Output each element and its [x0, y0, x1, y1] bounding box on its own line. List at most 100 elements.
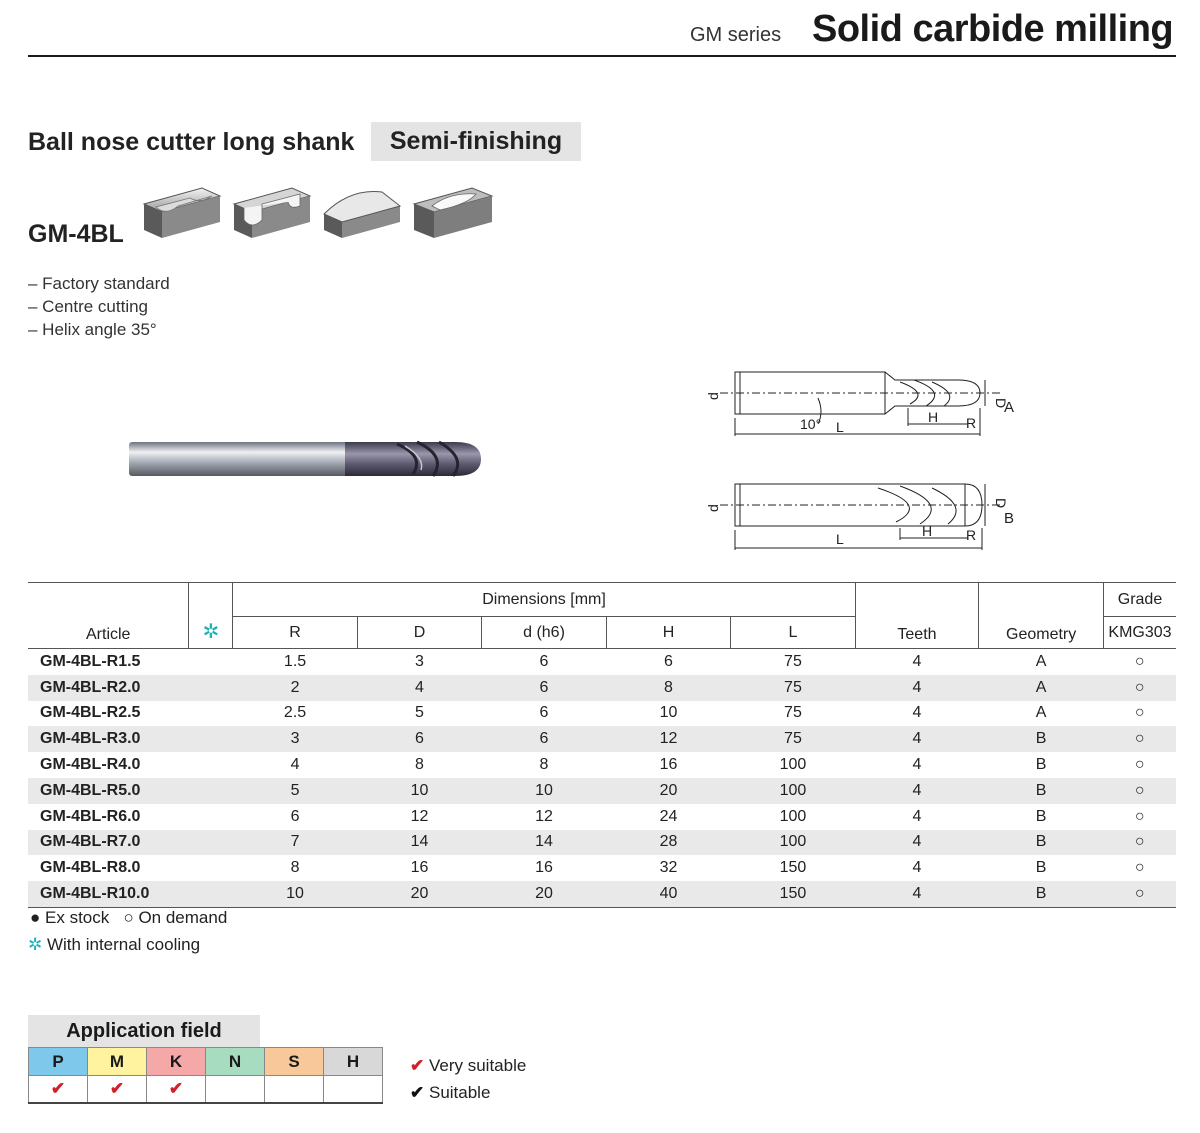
- small-d-cell: 6: [539, 704, 549, 722]
- cooling-cell: [189, 752, 233, 778]
- h-cell: 32: [659, 859, 678, 877]
- small-d-cell: 12: [535, 807, 553, 825]
- series-label: GM series: [690, 24, 782, 46]
- red-check-icon: ✔: [50, 1079, 66, 1098]
- suitability-cell: ✔: [146, 1075, 206, 1104]
- col-header-d: d (h6): [481, 616, 607, 649]
- article-cell: GM-4BL-R10.0: [28, 881, 189, 908]
- col-header-dimensions: Dimensions [mm]: [232, 582, 856, 617]
- h-cell: 28: [606, 829, 731, 856]
- dim-H-label: H: [922, 523, 932, 539]
- convex-shape-icon: [323, 190, 402, 238]
- r-cell: 3: [232, 726, 358, 753]
- suitability-cell: [205, 1075, 265, 1104]
- dim-d-label: d: [705, 392, 721, 400]
- geometry-cell: B: [1035, 756, 1047, 774]
- h-cell: 20: [606, 777, 731, 804]
- article-cell: GM-4BL-R1.5: [40, 652, 141, 670]
- geometry-cell: A: [1035, 652, 1047, 670]
- teeth-cell: 4: [855, 674, 979, 701]
- r-cell: 8: [290, 859, 300, 877]
- col-header-grade: Grade: [1102, 582, 1176, 617]
- big-d-cell: 16: [410, 859, 429, 877]
- article-cell: GM-4BL-R2.5: [40, 704, 141, 722]
- geometry-b-label: B: [1004, 510, 1014, 527]
- geometry-cell: A: [1035, 704, 1047, 722]
- pocket-shape-icon: [412, 187, 494, 238]
- material-p: P: [28, 1047, 88, 1076]
- cooling-cell: [188, 881, 233, 908]
- empty-dot-icon: ○: [123, 908, 134, 927]
- material-m: M: [87, 1047, 147, 1076]
- article-cell: GM-4BL-R4.0: [40, 756, 141, 774]
- big-d-cell: 5: [415, 704, 424, 722]
- col-header-L: L: [730, 616, 856, 649]
- suitable-label: Suitable: [428, 1083, 491, 1102]
- cooling-legend: ✲ With internal cooling: [28, 935, 200, 955]
- geometry-cell: A: [978, 674, 1104, 701]
- grade-cell: ○: [1134, 704, 1145, 722]
- big-d-cell: 20: [357, 881, 482, 908]
- grade-cell: ○: [1103, 726, 1176, 753]
- product-name: Ball nose cutter long shank: [28, 128, 355, 156]
- geometry-a-label: A: [1004, 399, 1014, 416]
- r-cell: 5: [232, 777, 358, 804]
- grade-cell: ○: [1103, 881, 1176, 908]
- geometry-cell: B: [978, 777, 1104, 804]
- geometry-cell: B: [1035, 859, 1047, 877]
- geometry-cell: B: [978, 726, 1104, 753]
- dim-d-label: d: [705, 504, 721, 512]
- drawing-geometry-a: d 10° L H R D A: [705, 371, 1014, 436]
- slot-shape-icon: [232, 187, 312, 238]
- grade-cell: ○: [1103, 674, 1176, 701]
- teeth-cell: 4: [855, 829, 979, 856]
- small-d-cell: 10: [481, 777, 607, 804]
- dim-R-label: R: [966, 415, 976, 431]
- product-code: GM-4BL: [28, 220, 124, 248]
- h-cell: 8: [606, 674, 731, 701]
- suitability-cell: ✔: [87, 1075, 147, 1104]
- cooling-cell: [189, 804, 233, 830]
- suitability-cell: ✔: [28, 1075, 88, 1104]
- l-cell: 100: [779, 756, 807, 774]
- grade-cell: ○: [1134, 652, 1145, 670]
- small-d-cell: 8: [539, 756, 549, 774]
- grade-cell: ○: [1134, 756, 1145, 774]
- header-rule: [28, 55, 1176, 57]
- specification-table: Article ✲ Dimensions [mm] Teeth Geometry…: [28, 582, 1176, 908]
- on-demand-label: On demand: [138, 908, 228, 927]
- grade-cell: ○: [1134, 807, 1145, 825]
- l-cell: 150: [730, 881, 856, 908]
- l-cell: 100: [730, 777, 856, 804]
- ex-stock-label: Ex stock: [45, 908, 110, 927]
- r-cell: 2.5: [283, 704, 307, 722]
- small-d-cell: 20: [481, 881, 607, 908]
- application-field-header: Application field: [28, 1015, 260, 1047]
- big-d-cell: 14: [357, 829, 482, 856]
- teeth-cell: 4: [855, 777, 979, 804]
- small-d-cell: 6: [481, 726, 607, 753]
- red-check-icon: ✔: [109, 1079, 125, 1098]
- grade-cell: ○: [1134, 859, 1145, 877]
- article-cell: GM-4BL-R7.0: [28, 829, 189, 856]
- application-legend: ✔ Very suitable ✔ Suitable: [410, 1052, 526, 1106]
- small-d-cell: 14: [481, 829, 607, 856]
- feature-item: – Helix angle 35°: [28, 320, 157, 339]
- article-cell: GM-4BL-R6.0: [40, 807, 141, 825]
- application-field-title: Application field: [66, 1020, 222, 1042]
- suitability-cell: [323, 1075, 383, 1104]
- col-header-H: H: [605, 616, 731, 649]
- big-d-cell: 3: [415, 652, 424, 670]
- cooling-cell: [189, 649, 233, 675]
- l-cell: 75: [784, 704, 802, 722]
- groove-shape-icon: [142, 187, 222, 238]
- finish-badge: Semi-finishing: [371, 122, 581, 161]
- cooling-cell: [188, 674, 233, 701]
- small-d-cell: 16: [535, 859, 553, 877]
- h-cell: 24: [659, 807, 678, 825]
